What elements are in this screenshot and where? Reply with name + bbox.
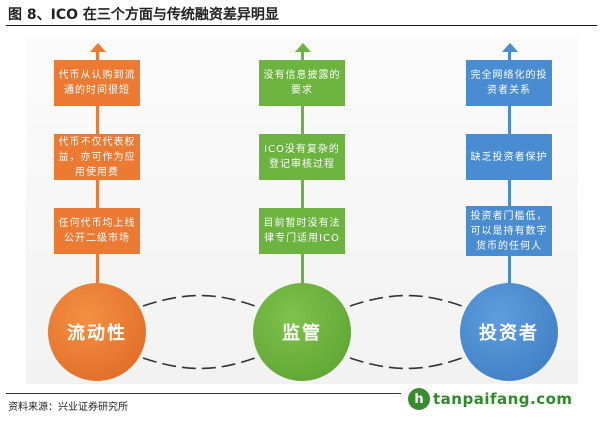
investors-circle: 投资者 [460, 283, 558, 381]
title-divider [6, 25, 597, 26]
arrow-stem [96, 254, 99, 284]
arrow-stem [96, 180, 99, 208]
liquidity-point-3: 任何代币均上线公开二级市场 [54, 208, 140, 254]
regulation-point-3: 目前暂时没有法律专门适用ICO [259, 208, 345, 254]
arrow-up-icon [295, 43, 311, 52]
watermark-logo: h tanpaifang.com [408, 388, 573, 410]
liquidity-point-1: 代币从认购到流通的时间很短 [54, 60, 140, 106]
source-note: 资料来源：兴业证券研究所 [8, 402, 128, 413]
arrow-stem [301, 106, 304, 134]
connector-bottom-left [142, 357, 256, 370]
watermark-badge-icon: h [408, 388, 430, 410]
investors-point-1: 完全网络化的投资者关系 [466, 60, 552, 106]
watermark-text: tanpaifang.com [433, 390, 573, 408]
arrow-stem [96, 52, 99, 60]
investors-point-2: 缺乏投资者保护 [466, 134, 552, 180]
figure-title: 图 8、ICO 在三个方面与传统融资差异明显 [8, 7, 279, 23]
arrow-up-icon [90, 43, 106, 52]
arrow-stem [508, 256, 511, 284]
arrow-stem [301, 52, 304, 60]
arrow-stem [508, 52, 511, 60]
liquidity-circle: 流动性 [48, 283, 146, 381]
connector-top-right [349, 294, 463, 307]
source-divider [6, 393, 401, 394]
regulation-point-1: 没有信息披露的要求 [259, 60, 345, 106]
connector-bottom-right [349, 357, 463, 370]
investors-point-3: 投资者门槛低，可以是持有数字货币的任何人 [466, 206, 552, 256]
arrow-stem [301, 180, 304, 208]
arrow-stem [301, 254, 304, 284]
arrow-stem [96, 106, 99, 134]
arrow-stem [508, 180, 511, 206]
regulation-point-2: ICO没有复杂的登记审核过程 [259, 134, 345, 180]
connector-top-left [142, 294, 256, 307]
arrow-stem [508, 106, 511, 134]
liquidity-point-2: 代币不仅代表权益，亦可作为应用使用费 [54, 134, 140, 180]
arrow-up-icon [502, 43, 518, 52]
regulation-circle: 监管 [253, 283, 351, 381]
